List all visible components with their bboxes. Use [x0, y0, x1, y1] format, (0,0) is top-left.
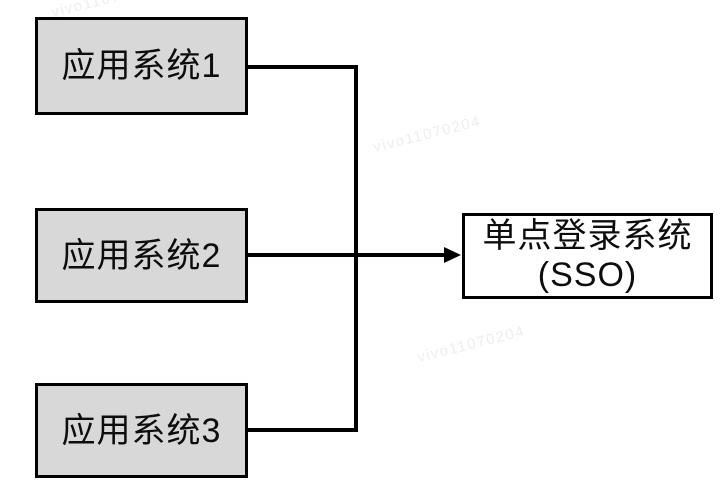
node-app-system-1-label: 应用系统1	[61, 47, 222, 85]
node-app-system-2-label: 应用系统2	[61, 236, 222, 275]
node-app-system-2: 应用系统2	[35, 208, 248, 303]
node-app-system-1: 应用系统1	[35, 17, 248, 115]
node-app-system-3: 应用系统3	[35, 383, 248, 478]
arrowhead	[444, 247, 461, 263]
node-app-system-3-label: 应用系统3	[61, 411, 222, 450]
node-sso: 单点登录系统 (SSO)	[462, 213, 713, 299]
node-sso-label-line2: (SSO)	[537, 256, 638, 294]
node-sso-label-line1: 单点登录系统	[482, 217, 693, 255]
